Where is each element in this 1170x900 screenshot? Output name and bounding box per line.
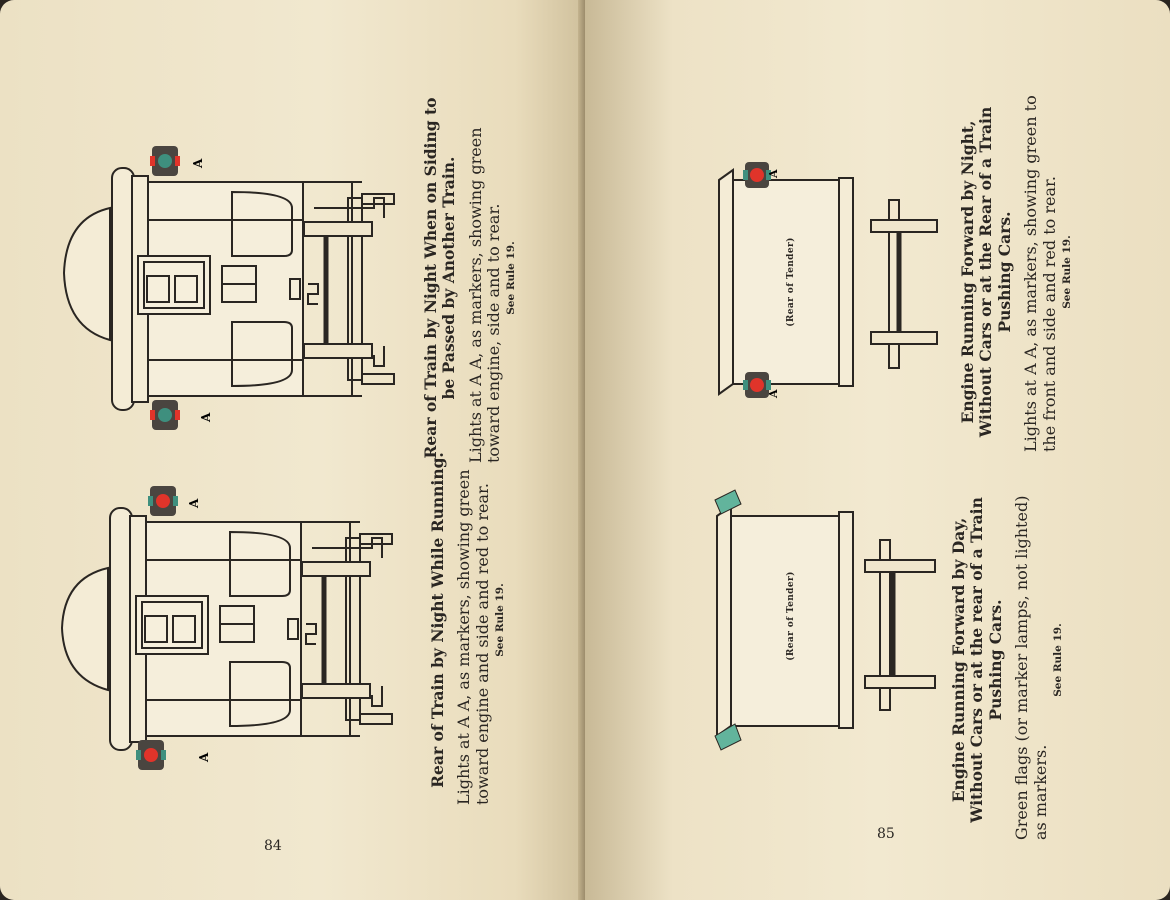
marker-lamp-bottom (150, 400, 180, 430)
marker-lamp-top (150, 146, 180, 176)
caption-running: Rear of Train by Night While Running. Li… (428, 435, 509, 805)
caption-body: Lights at A A, as markers, showing green… (465, 127, 504, 463)
rule-reference: See Rule 19. (505, 241, 518, 315)
tender-illustration-day: (Rear of Tender) (714, 489, 936, 751)
marker-label-a-bottom: A (199, 412, 213, 423)
caboose-illustration-siding: A A (62, 146, 395, 430)
green-flag-top (714, 489, 742, 515)
caption-heading: Rear of Train by Night While Running. (428, 452, 447, 788)
marker-label-a-top: A (191, 158, 205, 169)
tender-illustration-night: A A (Rear of Tender) (718, 162, 938, 399)
caption-engine-day: Engine Running Forward by Day, Without C… (949, 480, 1064, 840)
marker-label-a-bottom: A (197, 752, 211, 763)
page-number-left: 84 (264, 838, 282, 854)
caption-heading: Rear of Train by Night When on Siding to… (421, 97, 459, 459)
caption-heading: Engine Running Forward by Day, Without C… (949, 497, 1005, 823)
rule-reference: See Rule 19. (494, 583, 507, 657)
page-number-right: 85 (877, 826, 895, 842)
tender-label: (Rear of Tender) (785, 571, 796, 661)
caption-siding: Rear of Train by Night When on Siding to… (421, 93, 517, 463)
marker-lamp-top (743, 162, 771, 188)
caption-body: Lights at A A, as markers, showing green… (454, 469, 493, 805)
caption-engine-night: Engine Running Forward by Night, Without… (958, 92, 1073, 452)
marker-lamp-top (148, 486, 178, 516)
caption-body: Lights at A A, as markers, showing green… (1020, 95, 1059, 452)
rule-reference: See Rule 19. (1060, 235, 1073, 309)
marker-lamp-bottom (136, 740, 166, 770)
caboose-illustration-running: A A (60, 486, 393, 770)
tender-label: (Rear of Tender) (785, 237, 796, 327)
left-page: A A (0, 0, 585, 900)
right-page: (Rear of Tender) (585, 0, 1170, 900)
caption-heading: Engine Running Forward by Night, Without… (958, 106, 1014, 438)
marker-label-a-top: A (767, 169, 780, 179)
caption-body: Green flags (or marker lamps, not lighte… (1011, 495, 1050, 840)
rule-reference: See Rule 19. (1051, 623, 1064, 697)
marker-label-a-top: A (187, 498, 201, 509)
green-flag-bottom (714, 723, 742, 751)
marker-lamp-bottom (743, 372, 771, 398)
marker-label-a-bottom: A (767, 389, 780, 399)
